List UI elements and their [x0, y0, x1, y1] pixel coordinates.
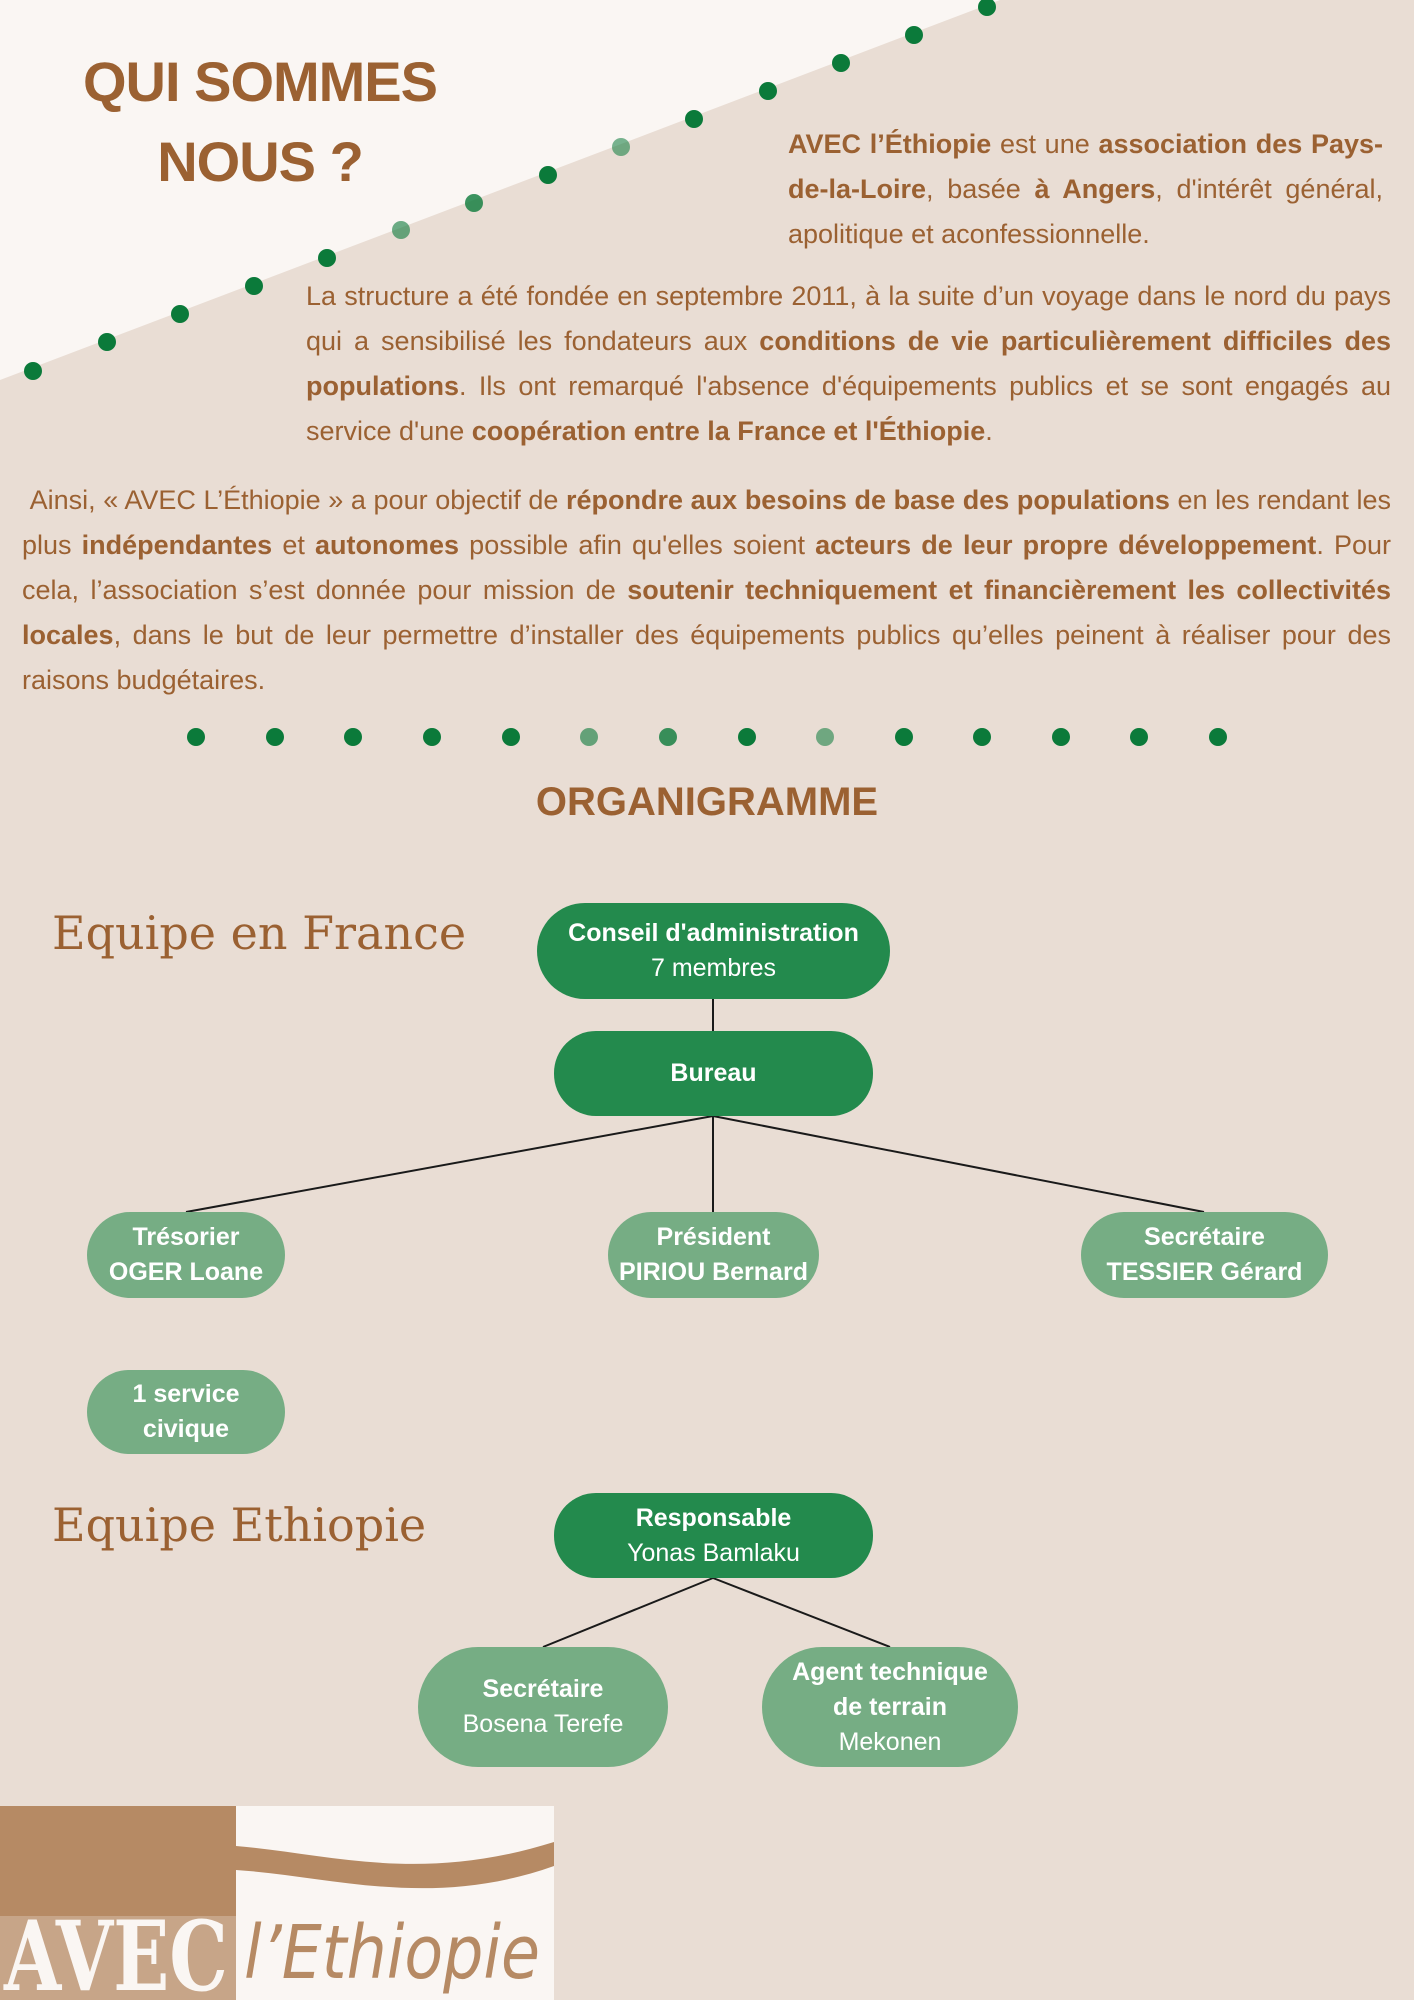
org-node-agent-technique: Agent technique de terrain Mekonen	[762, 1647, 1018, 1767]
intro-text: , d'intérêt général, apolitique et aconf…	[788, 174, 1383, 249]
org-node-bureau: Bureau	[554, 1031, 873, 1116]
node-title: Secrétaire	[1144, 1223, 1265, 1251]
node-title: Secrétaire	[482, 1675, 604, 1703]
history-paragraph: La structure a été fondée en septembre 2…	[306, 274, 1391, 454]
mission-text: possible afin qu'elles soient	[459, 530, 816, 560]
mission-text: Ainsi, « AVEC L’Éthiopie » a pour object…	[29, 485, 567, 515]
intro-text: , basée	[926, 174, 1035, 204]
org-node-tresorier: Trésorier OGER Loane	[87, 1212, 285, 1298]
node-title: Bureau	[670, 1059, 757, 1087]
org-node-responsable: Responsable Yonas Bamlaku	[554, 1493, 873, 1578]
node-detail: 7 membres	[650, 954, 777, 982]
logo-word-ethiopie: l’Ethiopie	[244, 1910, 540, 1996]
intro-paragraph: AVEC l’Éthiopie est une association des …	[788, 122, 1383, 257]
node-name: TESSIER Gérard	[1106, 1258, 1303, 1286]
mission-text: et	[272, 530, 316, 560]
team-france-label: Equipe en France	[52, 906, 467, 960]
history-text-bold: coopération entre la France et l'Éthiopi…	[471, 416, 986, 446]
intro-text-bold: AVEC l’Éthiopie	[788, 129, 992, 159]
mission-paragraph: Ainsi, « AVEC L’Éthiopie » a pour object…	[22, 478, 1391, 703]
mission-text-bold: indépendantes	[81, 530, 273, 560]
intro-text-bold: à Angers	[1034, 174, 1156, 204]
org-node-service-civique: 1 service civique	[87, 1370, 285, 1454]
page-title: QUI SOMMES NOUS ?	[40, 42, 480, 202]
mission-text-bold: soutenir techniquement et financièrement…	[22, 575, 1391, 650]
mission-text: en les rendant les plus	[22, 485, 1392, 560]
org-node-secretaire-ethiopie: Secrétaire Bosena Terefe	[418, 1647, 668, 1767]
mission-text: , dans le but de leur permettre d’instal…	[22, 620, 1391, 695]
team-ethiopia-label: Equipe Ethiopie	[52, 1498, 427, 1552]
horizontal-dot-line	[187, 728, 1227, 746]
org-node-president: Président PIRIOU Bernard	[608, 1212, 819, 1298]
mission-text-bold: répondre aux besoins de base des populat…	[566, 485, 1170, 515]
logo-word-avec: AVEC	[3, 1900, 228, 2000]
org-chart-title: ORGANIGRAMME	[535, 780, 879, 824]
org-connectors	[185, 999, 1205, 1648]
history-text: .	[985, 416, 993, 446]
history-text-bold: conditions de vie particulièrement diffi…	[306, 326, 1391, 401]
node-line: Agent technique	[792, 1657, 988, 1686]
node-line: civique	[142, 1415, 230, 1443]
node-name: Bosena Terefe	[462, 1710, 624, 1738]
node-title: Président	[656, 1223, 771, 1251]
node-name: PIRIOU Bernard	[619, 1258, 808, 1286]
title-line-2: NOUS ?	[157, 130, 364, 193]
association-logo: AVEC l’Ethiopie	[0, 1806, 554, 2000]
intro-text: est une	[991, 129, 1099, 159]
mission-text-bold: autonomes	[315, 530, 460, 560]
diagonal-dot-line	[24, 0, 996, 380]
intro-text-bold: association des Pays-de-la-Loire	[788, 129, 1383, 204]
node-title: Responsable	[635, 1503, 792, 1532]
node-title: Trésorier	[132, 1223, 240, 1251]
mission-text-bold: acteurs de leur propre développement	[815, 530, 1317, 560]
node-name: OGER Loane	[108, 1258, 264, 1286]
node-name: Yonas Bamlaku	[627, 1538, 800, 1567]
mission-text: . Pour cela, l’association s’est donnée …	[22, 530, 1391, 605]
node-name: Mekonen	[838, 1727, 942, 1756]
title-line-1: QUI SOMMES	[82, 50, 438, 113]
node-line: de terrain	[833, 1692, 947, 1721]
node-line: 1 service	[132, 1380, 240, 1408]
org-node-secretaire-france: Secrétaire TESSIER Gérard	[1081, 1212, 1328, 1298]
history-text: La structure a été fondée en septembre 2…	[306, 281, 1391, 356]
history-text: . Ils ont remarqué l'absence d'équipemen…	[306, 371, 1391, 446]
node-title: Conseil d'administration	[568, 919, 859, 947]
org-node-conseil-administration: Conseil d'administration 7 membres	[537, 903, 890, 999]
